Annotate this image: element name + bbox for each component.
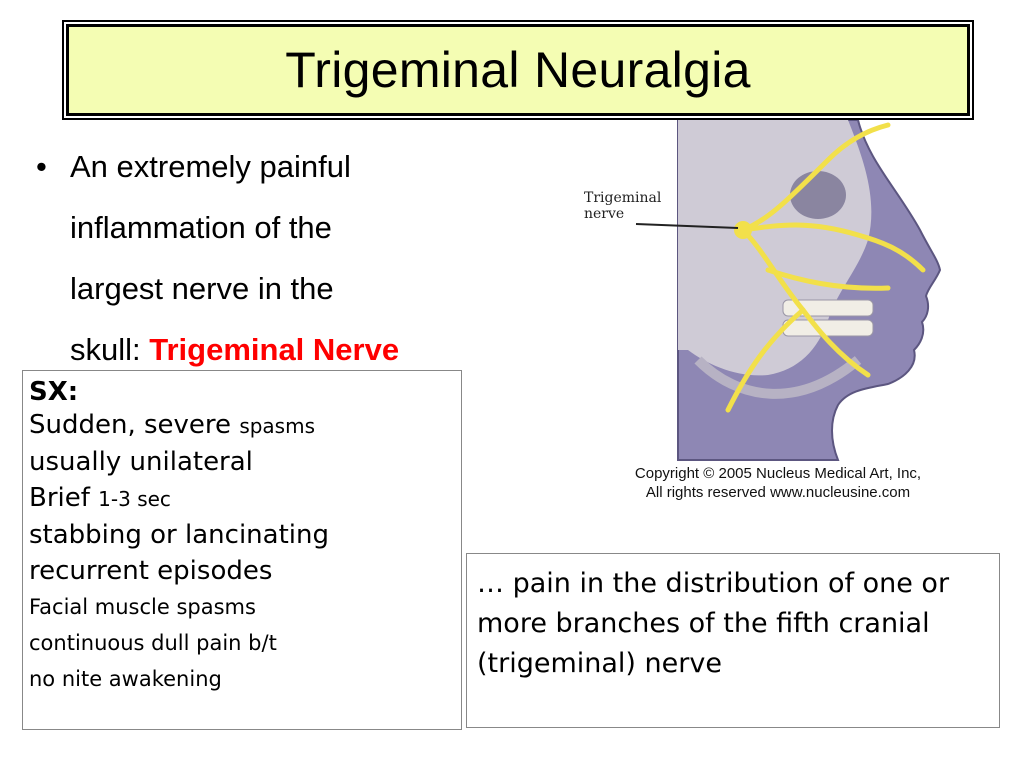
symptom-row-4: stabbing or lancinating — [29, 520, 329, 550]
bullet-line-3: largest nerve in the — [70, 271, 334, 306]
symptom-row-5: recurrent episodes — [29, 556, 273, 586]
nerve-branches — [725, 122, 926, 413]
symptom-row-1-sub: spasms — [239, 414, 316, 438]
copyright-notice: Copyright © 2005 Nucleus Medical Art, In… — [598, 464, 958, 502]
symptom-small-row-2: continuous dull pain b/t — [29, 631, 277, 655]
nerve-label-line-2: nerve — [584, 206, 625, 222]
label-pointer — [635, 223, 739, 229]
nerve-label: Trigeminal nerve — [584, 190, 661, 222]
symptom-row-3: Brief 1-3 sec — [29, 480, 455, 517]
bullet-line-2: inflammation of the — [70, 210, 332, 245]
copyright-line-1: Copyright © 2005 Nucleus Medical Art, In… — [634, 465, 922, 482]
eye-socket — [790, 171, 846, 219]
symptom-row-3-main: Brief — [29, 483, 99, 513]
title-banner: Trigeminal Neuralgia — [62, 20, 974, 120]
symptoms-heading: SX: — [29, 377, 79, 407]
slide-title: Trigeminal Neuralgia — [285, 42, 751, 98]
nerve-ganglion — [734, 221, 752, 239]
symptoms-box: SX: Sudden, severe spasms usually unilat… — [22, 370, 462, 730]
highlight-term: Trigeminal Nerve — [149, 332, 400, 367]
nerve-label-line-1: Trigeminal — [584, 190, 662, 206]
bullet-text: An extremely painful inflammation of the… — [70, 136, 516, 380]
symptom-row-1: Sudden, severe spasms — [29, 407, 455, 444]
symptom-row-1-main: Sudden, severe — [29, 410, 240, 440]
lower-teeth — [782, 319, 874, 337]
copyright-line-2: All rights reserved www.nucleusine.com — [645, 484, 911, 501]
symptom-row-3-sub: 1-3 sec — [98, 487, 171, 511]
definition-box: … pain in the distribution of one or mor… — [466, 553, 1000, 728]
trigeminal-illustration: Trigeminal nerve Copyright © 2005 Nucleu… — [568, 120, 968, 510]
definition-text: … pain in the distribution of one or mor… — [477, 568, 950, 679]
symptom-small-row-3: no nite awakening — [29, 667, 222, 691]
symptom-small-row-1: Facial muscle spasms — [29, 595, 256, 619]
bullet-symbol: • — [36, 149, 47, 184]
bullet-line-4: skull: Trigeminal Nerve — [70, 319, 516, 380]
bullet-line-1: An extremely painful — [70, 149, 351, 184]
symptom-row-2: usually unilateral — [29, 447, 253, 477]
intro-bullet: • An extremely painful inflammation of t… — [36, 136, 516, 380]
bullet-line-4-prefix: skull: — [70, 332, 150, 367]
jaw — [694, 356, 862, 399]
head-illustration — [635, 120, 942, 461]
